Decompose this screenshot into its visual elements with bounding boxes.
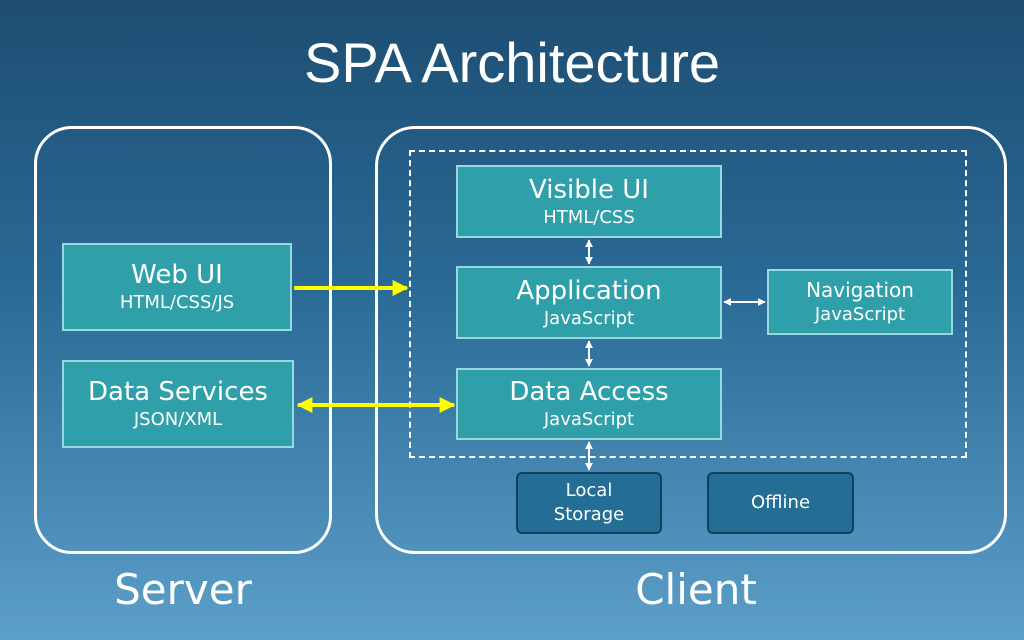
- server-label: Server: [114, 565, 252, 614]
- web-ui-box: Web UI HTML/CSS/JS: [62, 243, 292, 331]
- visible-ui-box: Visible UI HTML/CSS: [456, 165, 722, 238]
- client-label: Client: [635, 565, 757, 614]
- web-ui-tech: HTML/CSS/JS: [119, 292, 235, 313]
- application-name: Application: [516, 275, 662, 306]
- page-title: SPA Architecture: [303, 31, 721, 94]
- client-spa-boundary: [409, 150, 967, 458]
- data-services-tech: JSON/XML: [133, 409, 223, 430]
- data-services-box: Data Services JSON/XML: [62, 360, 294, 448]
- application-box: Application JavaScript: [456, 266, 722, 339]
- offline-box: Offline: [707, 472, 854, 534]
- data-access-box: Data Access JavaScript: [456, 368, 722, 440]
- data-access-tech: JavaScript: [543, 409, 635, 430]
- navigation-box: Navigation JavaScript: [767, 269, 953, 335]
- web-ui-name: Web UI: [131, 260, 223, 290]
- server-panel: [34, 126, 332, 554]
- application-tech: JavaScript: [543, 307, 635, 329]
- data-services-name: Data Services: [88, 377, 268, 407]
- navigation-tech: JavaScript: [814, 304, 906, 325]
- client-panel: [375, 126, 1007, 554]
- visible-ui-name: Visible UI: [529, 174, 649, 205]
- visible-ui-tech: HTML/CSS: [543, 206, 635, 228]
- navigation-name: Navigation: [806, 278, 914, 302]
- local-storage-box: Local Storage: [516, 472, 662, 534]
- data-access-name: Data Access: [509, 377, 669, 407]
